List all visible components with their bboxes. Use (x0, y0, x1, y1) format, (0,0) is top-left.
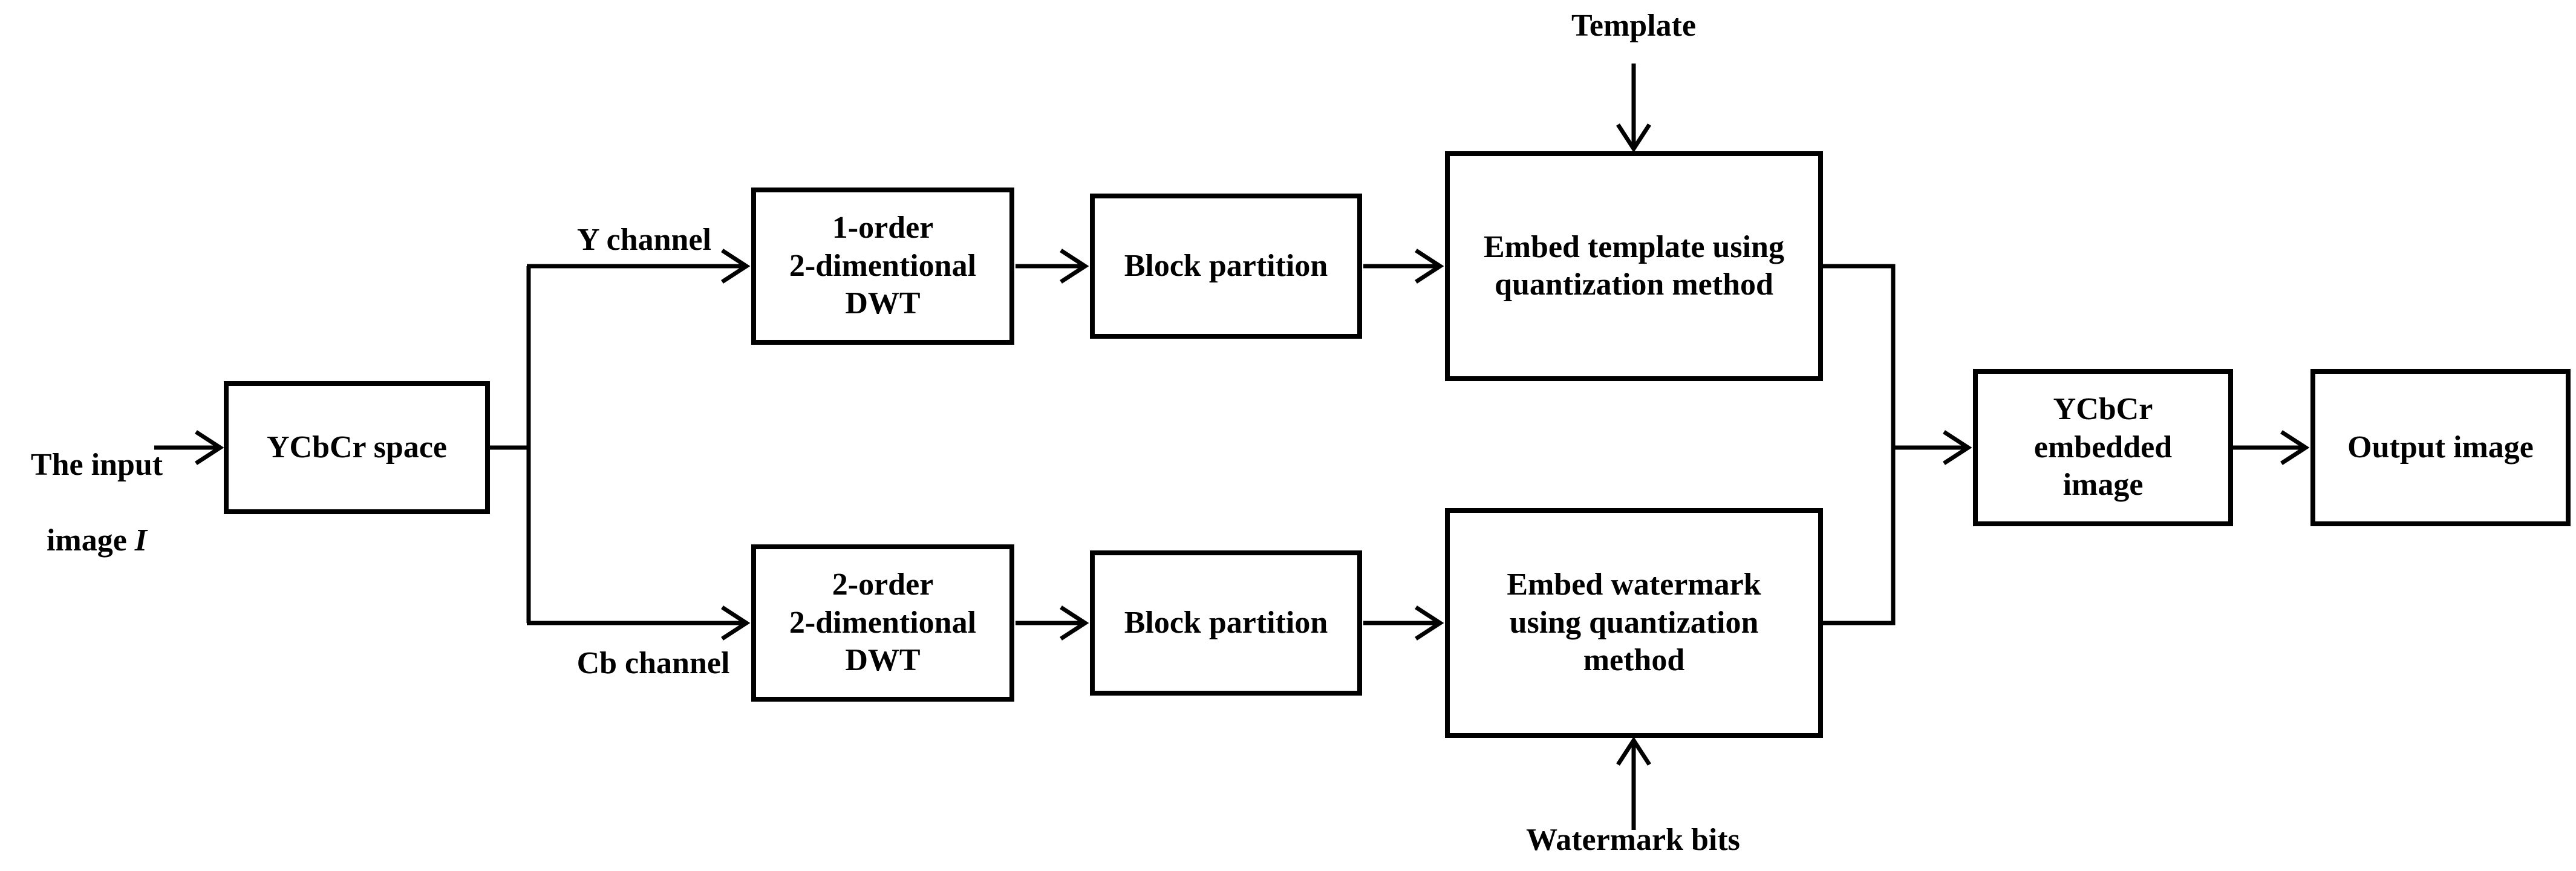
arrow-dwt2-to-block (1016, 605, 1089, 641)
input-image-symbol: I (134, 523, 148, 558)
node-output-image-label: Output image (2347, 429, 2534, 465)
arrow-dwt1-to-block (1016, 249, 1089, 284)
input-image-label-line2: image (46, 523, 135, 558)
node-embed-watermark: Embed watermark using quantization metho… (1445, 508, 1823, 738)
node-output-image: Output image (2310, 369, 2571, 526)
node-block-partition-y-label: Block partition (1124, 248, 1328, 283)
arrow-block-to-embed-watermark (1363, 605, 1444, 641)
node-dwt-y-label: 1-order 2-dimentional DWT (789, 210, 977, 321)
connector-merge-spine (1823, 264, 1896, 625)
node-dwt-cb-label: 2-order 2-dimentional DWT (789, 567, 977, 678)
node-dwt-y: 1-order 2-dimentional DWT (751, 188, 1014, 345)
node-ycbcr-space: YCbCr space (224, 381, 490, 514)
template-label: Template (1571, 8, 1697, 43)
node-ycbcr-embedded: YCbCr embedded image (1973, 369, 2233, 526)
connector-ycbcr-split-spine (490, 266, 531, 623)
node-dwt-cb: 2-order 2-dimentional DWT (751, 544, 1014, 702)
input-image-label-line1: The input (30, 448, 163, 483)
arrow-merge-to-ycbcr-embedded (1893, 430, 1972, 465)
arrow-watermark-bits-input (1616, 736, 1651, 830)
arrow-input-to-ycbcr (154, 430, 224, 465)
arrow-block-to-embed-template (1363, 249, 1444, 284)
cb-channel-label: Cb channel (576, 646, 730, 680)
node-block-partition-cb: Block partition (1090, 550, 1362, 696)
y-channel-label: Y channel (577, 223, 711, 257)
arrow-y-branch-to-dwt1 (527, 249, 751, 284)
node-ycbcr-embedded-label: YCbCr embedded image (2033, 392, 2173, 503)
node-block-partition-cb-label: Block partition (1124, 605, 1328, 640)
arrow-cb-branch-to-dwt2 (527, 605, 751, 641)
input-image-label: The input image I (6, 409, 187, 560)
node-ycbcr-space-label: YCbCr space (266, 429, 448, 465)
node-embed-template: Embed template using quantization method (1445, 151, 1823, 381)
arrow-template-input (1616, 64, 1651, 153)
arrow-embedded-to-output (2233, 430, 2310, 465)
watermark-bits-label: Watermark bits (1526, 823, 1740, 857)
node-embed-watermark-label: Embed watermark using quantization metho… (1507, 567, 1761, 678)
node-block-partition-y: Block partition (1090, 194, 1362, 339)
node-embed-template-label: Embed template using quantization method (1484, 229, 1784, 302)
